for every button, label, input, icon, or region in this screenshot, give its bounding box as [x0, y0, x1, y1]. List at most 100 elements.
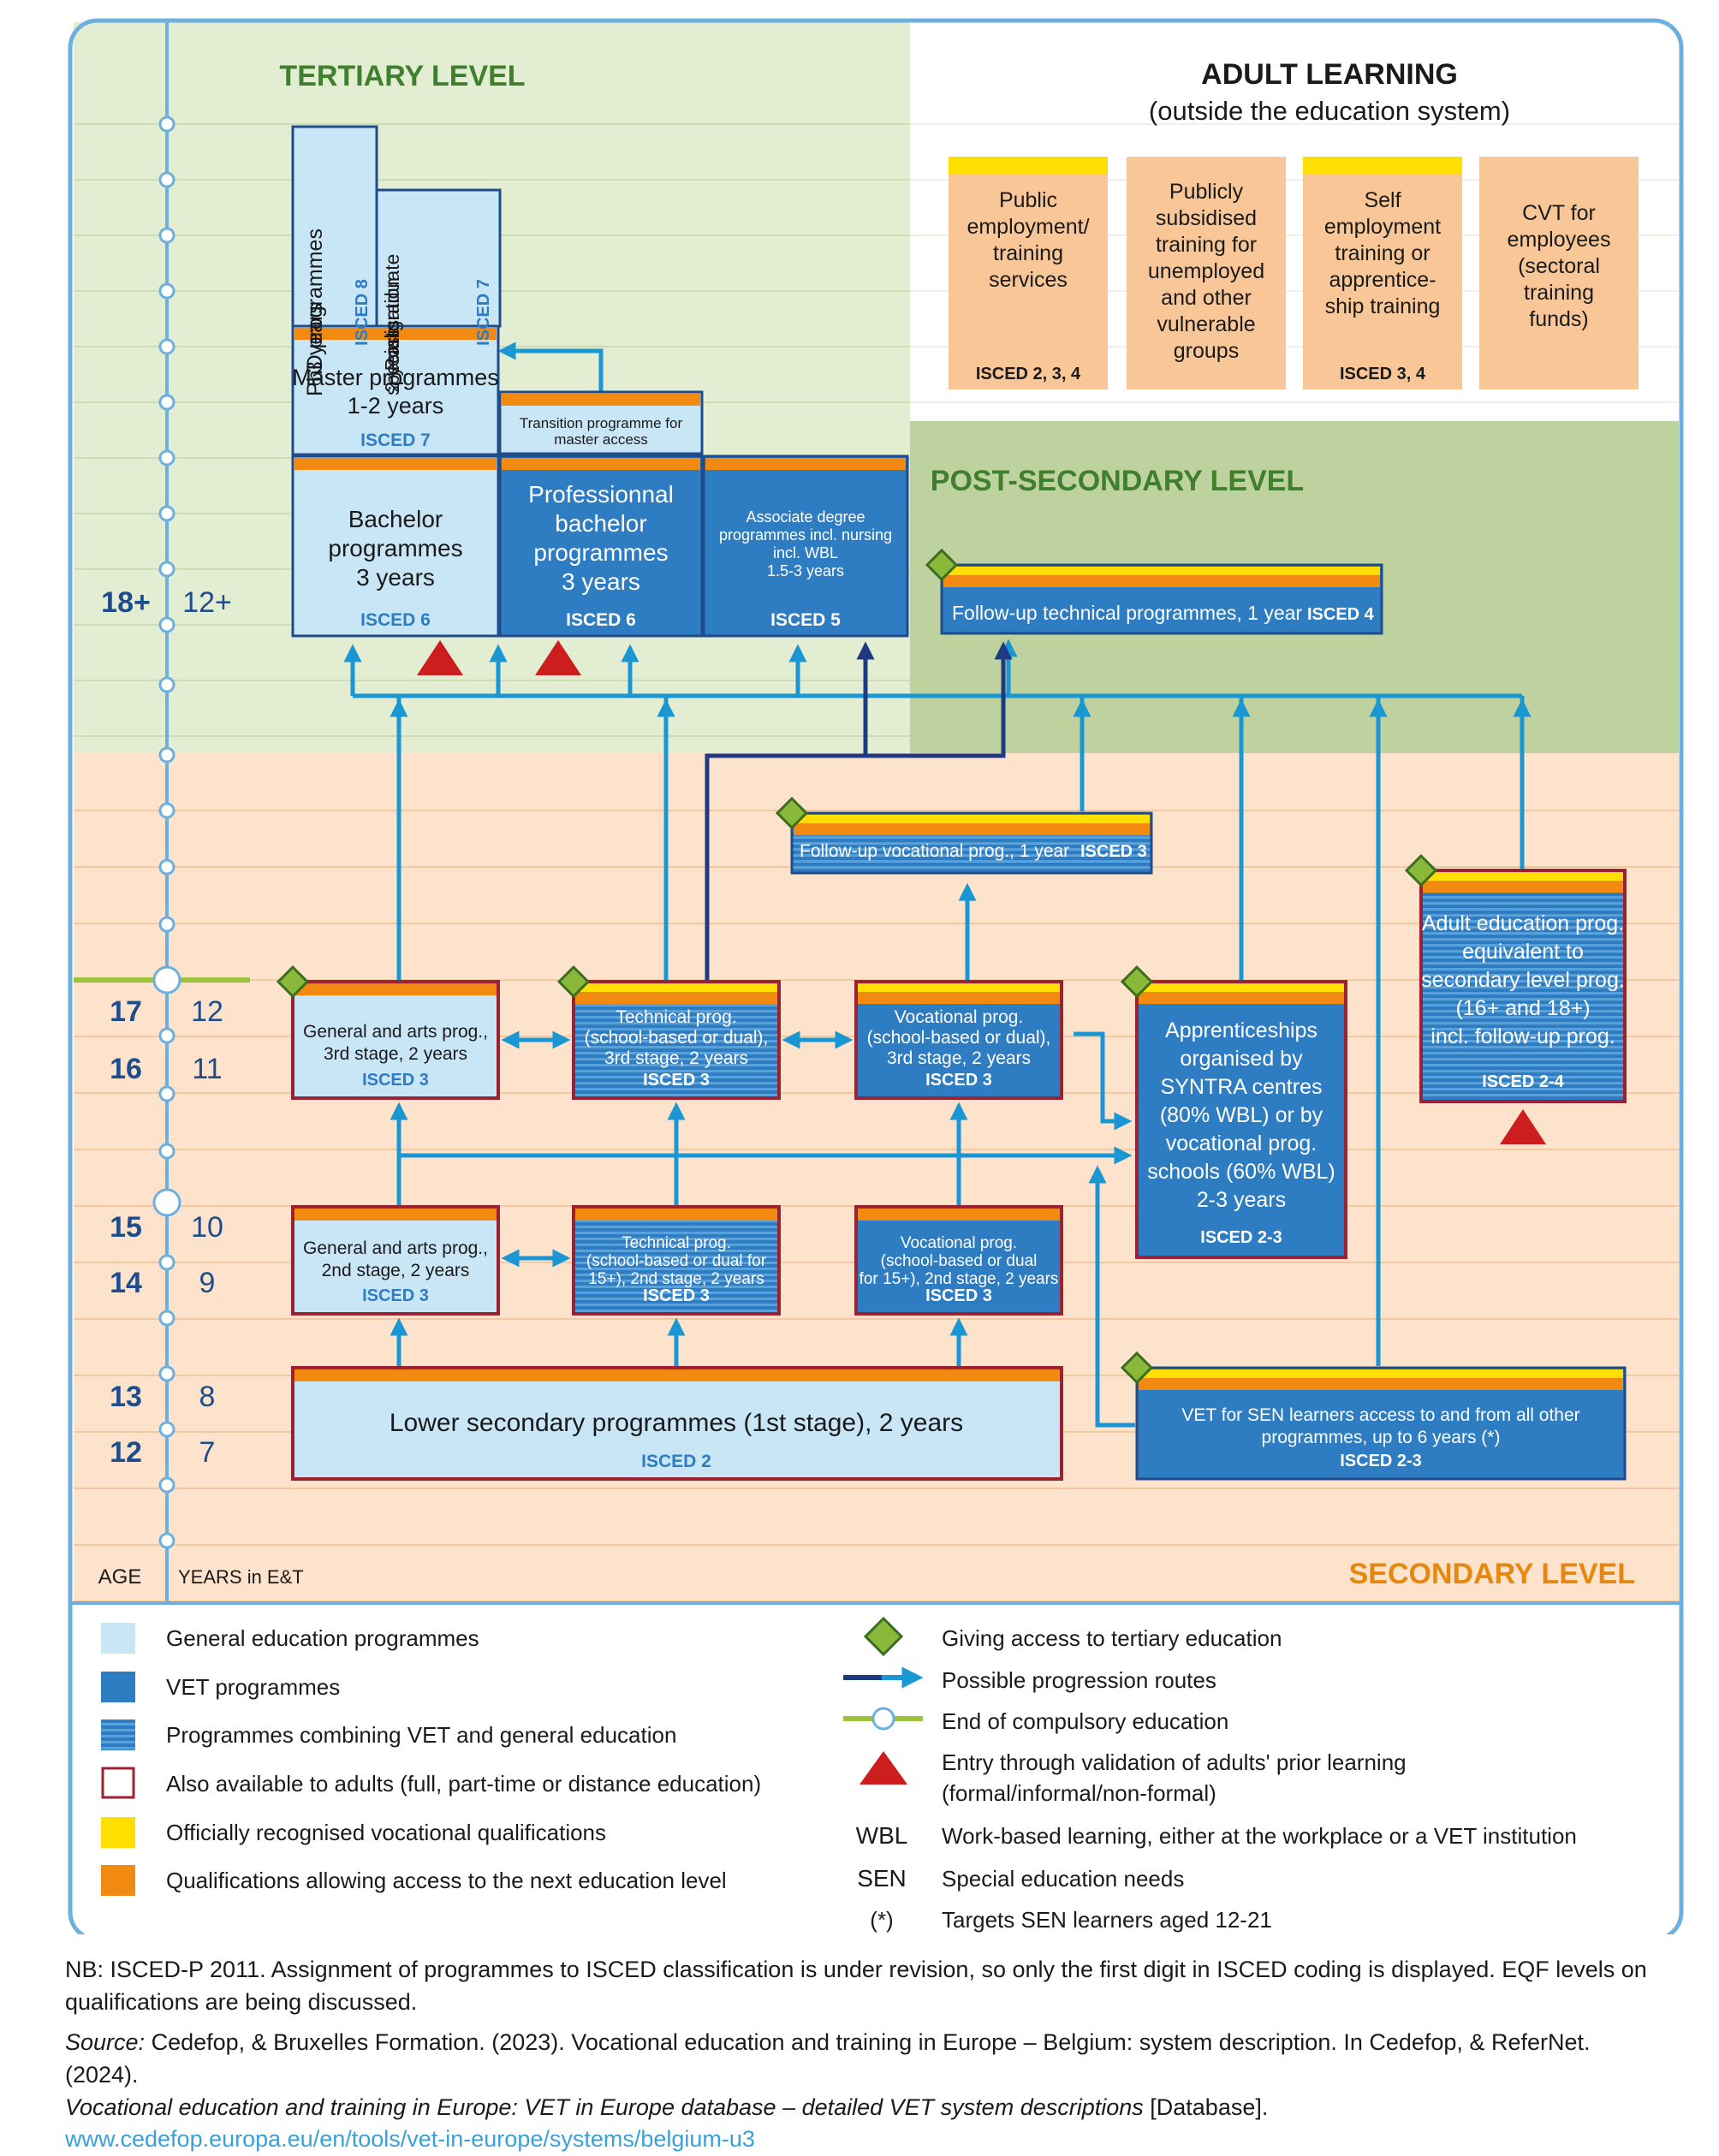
adult-box-text: employment/: [967, 215, 1089, 239]
tech2-text: 15+), 2nd stage, 2 years: [588, 1270, 764, 1288]
timeline-tick-icon: [158, 802, 175, 819]
next-level-qualification-bar: [575, 1209, 777, 1221]
legend-asterisk-abbr: (*): [870, 1907, 893, 1933]
adult-box-text: services: [989, 268, 1068, 292]
adult-box-text: employees: [1508, 228, 1611, 252]
legend-yellow-swatch: [101, 1817, 135, 1848]
footnote-nb: NB: ISCED-P 2011. Assignment of programm…: [65, 1957, 1647, 2015]
phd-text: PhD programmes: [303, 229, 327, 396]
adult-ed-isced: ISCED 2-4: [1482, 1072, 1564, 1091]
tertiary-access-diamond-icon: [1120, 965, 1154, 999]
progression-route: [865, 641, 1013, 758]
years-label: 9: [199, 1267, 216, 1299]
bachelor-isced: ISCED 6: [360, 610, 431, 630]
lower-text: Lower secondary programmes (1st stage), …: [390, 1409, 963, 1437]
age-label: 15: [110, 1211, 142, 1244]
adult-box-text: unemployed: [1148, 259, 1264, 283]
adult-box-text: subsidised: [1156, 206, 1257, 230]
tech3-text: 3rd stage, 2 years: [604, 1048, 748, 1068]
appr-text: organised by: [1180, 1047, 1303, 1071]
next-level-qualification-bar: [294, 1209, 497, 1221]
next-level-qualification-bar: [943, 575, 1380, 587]
legend-left-text: Also available to adults (full, part-tim…: [166, 1771, 761, 1797]
age-label: 16: [110, 1053, 142, 1085]
years-label: 12+: [182, 586, 232, 619]
vocational-2nd-stage-box: [854, 1205, 1063, 1316]
years-label: 11: [192, 1053, 222, 1085]
next-level-qualification-bar: [794, 823, 1150, 835]
adult-box-text: training for: [1156, 233, 1257, 257]
adult-box-text: groups: [1174, 339, 1239, 363]
vocational-qualification-bar: [1139, 983, 1344, 992]
legend-right-text: (formal/informal/non-formal): [942, 1780, 1216, 1806]
legend-right-text: Work-based learning, either at the workp…: [942, 1823, 1577, 1849]
timeline-tick-icon: [158, 1421, 175, 1438]
timeline-tick-icon: [158, 676, 175, 693]
next-level-qualification-bar: [705, 458, 906, 470]
legend-left-text: Officially recognised vocational qualifi…: [166, 1820, 606, 1845]
timeline-tick-icon: [158, 171, 175, 188]
appr-text: SYNTRA centres: [1161, 1075, 1323, 1099]
next-level-qualification-bar: [858, 1209, 1060, 1221]
age-label: 17: [110, 995, 142, 1028]
timeline-tick-icon: [158, 1310, 175, 1327]
adult-box-text: CVT for: [1522, 201, 1596, 225]
timeline-tick-icon: [158, 1085, 175, 1102]
legend-right-text: Targets SEN learners aged 12-21: [942, 1907, 1272, 1933]
bachelor-text: programmes: [328, 535, 462, 561]
tertiary-access-diamond-icon: [556, 965, 591, 999]
timeline-tick-icon: [158, 1254, 175, 1271]
next-level-qualification-bar: [575, 992, 777, 1004]
source-italic: Vocational education and training in Eur…: [65, 2094, 1144, 2120]
master-isced: ISCED 7: [360, 431, 431, 450]
source-url-link[interactable]: www.cedefop.europa.eu/en/tools/vet-in-eu…: [65, 2126, 755, 2153]
legend-left-text: General education programmes: [166, 1625, 479, 1651]
progression-route: [705, 641, 875, 980]
followup-voc-isced: ISCED 3: [1080, 842, 1147, 861]
vocational-qualification-bar: [1303, 157, 1462, 174]
legend-orange-swatch: [101, 1865, 135, 1896]
appr-text: vocational prog.: [1166, 1131, 1318, 1155]
timeline-tick-icon: [158, 1365, 175, 1382]
master-text: Master programmes: [292, 365, 499, 390]
adult-box-text: employment: [1324, 215, 1441, 239]
next-level-qualification-bar: [294, 1369, 1060, 1381]
next-level-qualification-bar: [294, 458, 497, 470]
timeline-tick-icon: [158, 561, 175, 578]
professional-bachelor-box: [498, 454, 704, 638]
gen3-text: General and arts prog.,: [303, 1022, 488, 1042]
gen2-text: 2nd stage, 2 years: [322, 1261, 470, 1280]
adult-box-text: training: [993, 241, 1063, 265]
legend-adult-swatch: [101, 1767, 135, 1799]
timeline-tick-icon: [158, 746, 175, 763]
legend-left-text: VET programmes: [166, 1674, 340, 1700]
adult-box-text: and other: [1161, 286, 1252, 310]
timeline-marker-icon: [152, 1188, 181, 1217]
footnote-source: Source: Cedefop, & Bruxelles Formation. …: [65, 2027, 1657, 2156]
timeline-tick-icon: [158, 916, 175, 933]
voc2-isced: ISCED 3: [925, 1286, 992, 1305]
apprenticeships-box: [1135, 980, 1347, 1259]
prof-bachelor-text: bachelor: [555, 510, 646, 537]
timeline-tick-icon: [158, 858, 175, 876]
appr-isced: ISCED 2-3: [1200, 1228, 1282, 1247]
bachelor-programmes-box: [291, 454, 500, 638]
prior-learning-validation-triangle-icon: [417, 640, 463, 675]
tertiary-level-title: TERTIARY LEVEL: [279, 60, 525, 92]
legend-right-text: Special education needs: [942, 1866, 1184, 1892]
vocational-qualification-bar: [1139, 1369, 1623, 1378]
timeline-tick-icon: [158, 505, 175, 522]
source-label: Source:: [65, 2029, 146, 2055]
legend-right-text: Possible progression routes: [942, 1667, 1216, 1693]
tertiary-access-diamond-icon: [276, 965, 310, 999]
source-end: [Database].: [1143, 2094, 1269, 2120]
appr-text: Apprenticeships: [1165, 1019, 1318, 1042]
vocational-qualification-bar: [858, 983, 1060, 992]
years-label: 10: [191, 1211, 223, 1244]
gen3-text: 3rd stage, 2 years: [324, 1044, 467, 1064]
appr-text: schools (60% WBL): [1147, 1160, 1335, 1184]
tertiary-access-diamond-icon: [1120, 1351, 1154, 1385]
progression-route: [497, 342, 604, 392]
followup-voc-text: Follow-up vocational prog., 1 year: [800, 841, 1069, 861]
tech3-isced: ISCED 3: [643, 1071, 710, 1090]
